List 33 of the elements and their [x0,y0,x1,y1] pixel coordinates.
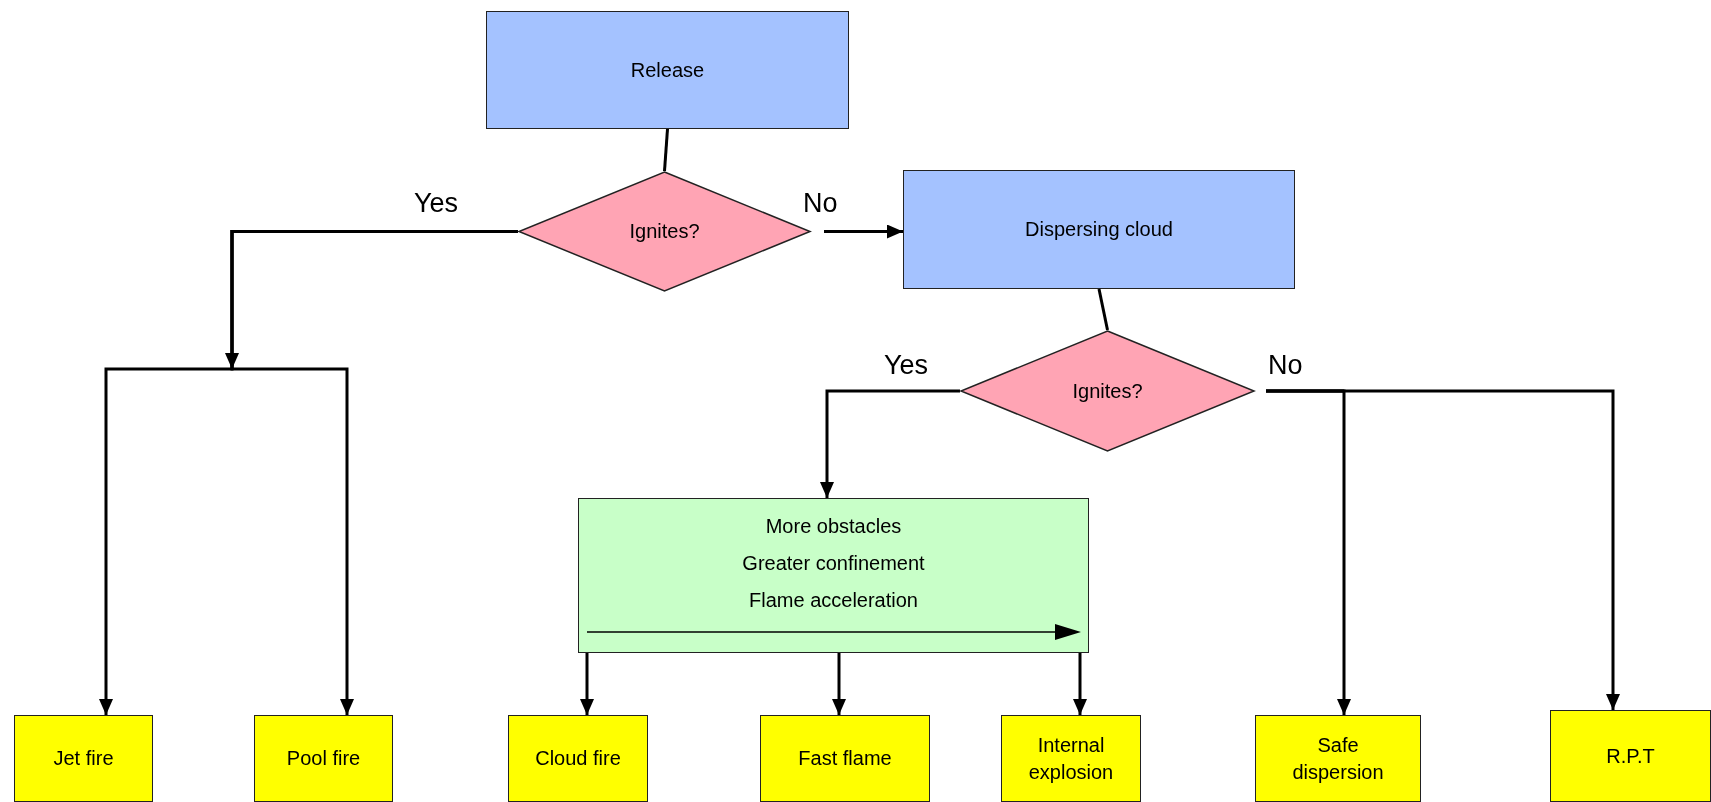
node-text: R.P.T [1606,743,1655,769]
outcome-box [1001,715,1141,802]
node-text: Dispersing cloud [1025,217,1173,242]
decision-diamond [960,330,1255,452]
condition-box [578,498,1089,653]
node-text: More obstacles [765,514,902,539]
node-text: Safe dispersion [1291,732,1385,785]
node-text: Internal explosion [1027,732,1115,785]
process-box [903,170,1295,289]
arrow [580,653,594,715]
connector-line [663,128,669,172]
node-text: Ignites? [629,219,700,244]
node-text: Ignites? [1072,378,1143,404]
node-text: Fast flame [798,746,892,771]
arrow [1266,389,1620,710]
arrow [824,224,903,239]
outcome-box [1550,710,1711,802]
outcome-box [254,715,393,802]
arrow [1073,653,1087,715]
node-text: Release [630,57,705,83]
arrow [820,389,960,498]
process-box [486,11,849,129]
node-text: Greater confinement [742,551,925,576]
connector-line [1097,288,1109,331]
node-text: Flame acceleration [749,588,918,613]
outcome-box [760,715,930,802]
node-text: Jet fire [53,746,114,771]
outcome-box [508,715,648,802]
outcome-box [1255,715,1421,802]
node-text: Pool fire [286,746,361,771]
outcome-box [14,715,153,802]
arrow [832,653,846,715]
node-text: Cloud fire [535,746,621,771]
